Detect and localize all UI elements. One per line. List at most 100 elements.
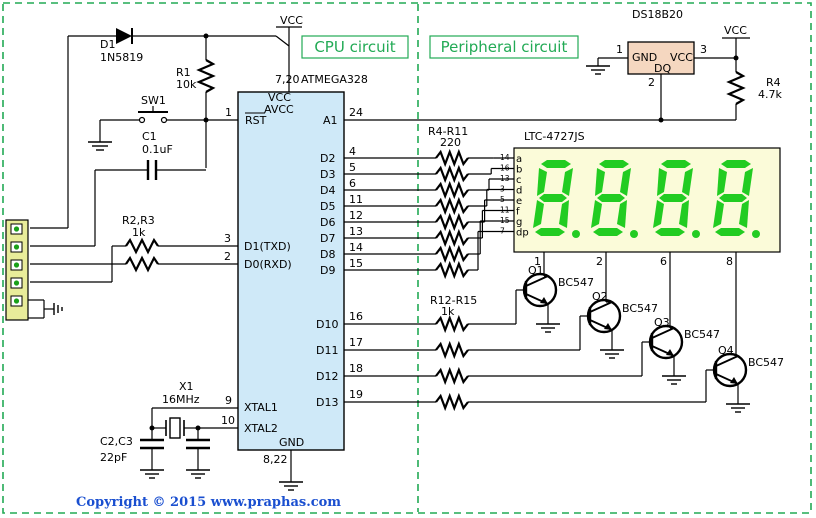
mcu-pinnum-rxd: 2: [224, 250, 231, 263]
r4-ref: R4: [766, 76, 781, 89]
mcu-pin-d3: D3: [320, 168, 335, 181]
r2r3-ref: R2,R3: [122, 214, 155, 227]
r1-ref: R1: [176, 66, 191, 79]
segment-name-d: d: [516, 186, 522, 197]
seg-a: [599, 160, 629, 168]
display-common-pin-1: 1: [534, 255, 541, 268]
mcu-pin-d2: D2: [320, 152, 335, 165]
display-common-pin-3: 6: [660, 255, 667, 268]
segment-resistor-d3: [435, 164, 469, 184]
transistor-ref-q3: Q3: [654, 316, 670, 329]
cpu-section-title: CPU circuit: [314, 38, 395, 56]
segment-name-g: g: [516, 217, 522, 228]
peripheral-section-title: Peripheral circuit: [441, 38, 568, 56]
c2c3-ref: C2,C3: [100, 435, 133, 448]
seg-c: [617, 200, 627, 228]
d1-ref: D1: [100, 38, 115, 51]
seg-a: [721, 160, 751, 168]
seg-d: [593, 228, 623, 236]
mcu-pinnum-d3: 5: [349, 161, 356, 174]
digit-resistor-d12: [435, 366, 469, 386]
seg-b: [682, 168, 693, 196]
sw1-contact-right: [160, 116, 168, 124]
segment-pin-dp: 7: [500, 227, 505, 236]
digit-4: [713, 160, 760, 238]
connector-pins: [10, 223, 23, 307]
d1-to-vcc: [275, 35, 290, 47]
mcu-pinnum-d11: 17: [349, 336, 363, 349]
mcu-pin-gnd: GND: [279, 436, 304, 449]
x1-crystal: [169, 417, 181, 439]
display-digits: [533, 160, 760, 238]
transistor-ref-q1: Q1: [528, 264, 544, 277]
seg-g: [719, 194, 747, 202]
transistor-body: [522, 272, 558, 308]
cpu-section-box: [301, 35, 409, 59]
segment-name-f: f: [516, 207, 520, 218]
digit-3: [653, 160, 700, 238]
mcu-pinnum-d12: 18: [349, 362, 363, 375]
transistor-emitter-arrow: [604, 323, 612, 330]
connector-dot-1: [13, 226, 20, 232]
sw1-ref: SW1: [141, 94, 166, 107]
mcu-pin-rst: RST: [245, 114, 267, 127]
seg-d: [715, 228, 745, 236]
connector-dot-5: [13, 298, 20, 304]
junction-ds-vcc: [733, 55, 739, 61]
connector-dot-3: [13, 262, 20, 268]
transistor-body: [648, 324, 684, 360]
mcu-pinnum-d8: 14: [349, 241, 363, 254]
r12r15-ref: R12-R15: [430, 294, 477, 307]
sw1-contact-left: [138, 116, 146, 124]
transistor-body: [586, 298, 622, 334]
seg-b: [562, 168, 573, 196]
transistor-value-q3: BC547: [684, 328, 720, 341]
seg-g: [597, 194, 625, 202]
mcu-pinnum-d13: 19: [349, 388, 363, 401]
connector-dot-2: [13, 244, 20, 250]
seg-e: [591, 200, 602, 228]
segment-pin-f: 11: [500, 206, 510, 215]
ds18b20-ref: DS18B20: [632, 8, 683, 21]
segment-resistor-d4: [435, 180, 469, 200]
mcu-pinnum-d4: 6: [349, 177, 356, 190]
mcu-pin-d7: D7: [320, 232, 335, 245]
transistor-ref-q2: Q2: [592, 290, 608, 303]
segment-pin-a: 14: [500, 153, 510, 162]
seg-f: [595, 168, 605, 196]
segment-resistor-d6: [435, 212, 469, 232]
transistor-value-q1: BC547: [558, 276, 594, 289]
segment-resistor-d7: [435, 228, 469, 248]
display-common-pin-2: 2: [596, 255, 603, 268]
ds18b20-pin2: 2: [648, 76, 655, 89]
seg-dp: [692, 230, 700, 238]
seg-a: [541, 160, 571, 168]
x1-ref: X1: [179, 380, 194, 393]
mcu-gnd-pins: 8,22: [263, 453, 288, 466]
r3-resistor: [125, 255, 159, 273]
r4r11-ref: R4-R11: [428, 125, 468, 138]
transistor-value-q2: BC547: [622, 302, 658, 315]
c1-ref: C1: [142, 130, 157, 143]
seg-b: [620, 168, 631, 196]
segment-pin-b: 16: [500, 164, 510, 173]
mcu-pinnum-a1: 24: [349, 106, 363, 119]
seg-dp: [752, 230, 760, 238]
r2r3-value: 1k: [132, 226, 146, 239]
r4-resistor: [726, 71, 746, 105]
seg-dp: [572, 230, 580, 238]
x1-value: 16MHz: [162, 393, 200, 406]
seg-dp: [630, 230, 638, 238]
ds18b20-pin-dq: DQ: [654, 62, 671, 75]
seg-d: [655, 228, 685, 236]
mcu-pinnum-d9: 15: [349, 257, 363, 270]
seg-c: [559, 200, 569, 228]
junction-c3: [195, 425, 201, 431]
mcu-pin-d6: D6: [320, 216, 335, 229]
d1-value: 1N5819: [100, 51, 143, 64]
seg-e: [713, 200, 724, 228]
